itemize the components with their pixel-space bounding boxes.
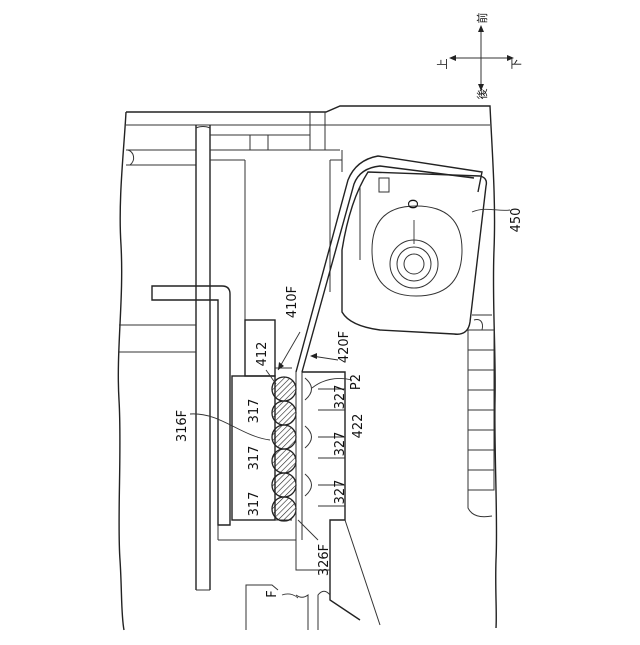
right-block-4 xyxy=(468,390,494,410)
guide-plates xyxy=(296,156,482,540)
wall-cap xyxy=(196,127,210,129)
right-block-8 xyxy=(468,470,494,490)
label-317-c: 317 xyxy=(247,492,262,517)
label-317-b: 317 xyxy=(247,446,262,471)
right-block-7 xyxy=(468,450,494,470)
label-316f: 316F xyxy=(175,410,190,442)
roller-4 xyxy=(272,449,296,473)
right-blocks xyxy=(468,315,494,517)
leader-450 xyxy=(472,209,510,212)
counter-arc-2 xyxy=(305,426,312,448)
direction-up-label: 上 xyxy=(436,59,449,70)
left-bracket xyxy=(119,286,296,540)
counter-arc-3 xyxy=(305,474,312,496)
label-412: 412 xyxy=(255,342,270,367)
unit-450 xyxy=(342,172,486,334)
roller-6 xyxy=(272,497,296,521)
motor-hub xyxy=(397,247,431,281)
arrow-head-front xyxy=(478,25,484,32)
roller-2 xyxy=(272,401,296,425)
direction-front-label: 前 xyxy=(475,13,489,24)
direction-indicator: 前 後 上 下 xyxy=(436,13,523,100)
roller-3 xyxy=(272,425,296,449)
label-410f: 410F xyxy=(285,286,300,318)
counter-arc-1 xyxy=(305,378,312,400)
right-block-3 xyxy=(468,370,494,390)
unit-450-tab xyxy=(379,178,389,192)
unit-450-housing xyxy=(342,172,486,334)
right-block-6 xyxy=(468,430,494,450)
bottom-channel-2 xyxy=(318,591,330,630)
right-block-1 xyxy=(468,330,494,350)
label-450: 450 xyxy=(509,208,524,233)
motor-shaft xyxy=(404,254,424,274)
arrow-head-up xyxy=(449,55,456,61)
right-notch xyxy=(474,319,483,330)
label-p2: P2 xyxy=(349,374,364,390)
bottom-channel xyxy=(296,595,308,630)
leader-326f xyxy=(298,520,318,540)
guide-410f-inner xyxy=(302,166,474,372)
label-o: O xyxy=(407,199,422,209)
lower-diagonal xyxy=(345,520,380,625)
right-block-2 xyxy=(468,350,494,370)
leader-f xyxy=(282,594,298,598)
label-420f: 420F xyxy=(337,331,352,363)
roller-5 xyxy=(272,473,296,497)
right-block-foot xyxy=(468,490,492,517)
label-327-c: 327 xyxy=(333,480,348,505)
frame xyxy=(118,106,496,630)
housing-outline xyxy=(302,372,360,620)
bottom-structure xyxy=(196,540,330,630)
label-422: 422 xyxy=(351,414,366,439)
reference-labels: 450 O 410F 420F 412 P2 316F 317 317 317 … xyxy=(175,199,524,598)
right-block-5 xyxy=(468,410,494,430)
arrow-410f xyxy=(278,362,284,370)
label-326f: 326F xyxy=(317,544,332,576)
bracket-body xyxy=(152,286,230,525)
label-f: F xyxy=(265,590,280,597)
arrow-420f xyxy=(310,353,317,359)
frame-corner-notch xyxy=(128,150,134,165)
roller-1 xyxy=(272,377,296,401)
label-327-b: 327 xyxy=(333,432,348,457)
motor-outer xyxy=(372,206,462,296)
label-327-a: 327 xyxy=(333,385,348,410)
direction-down-label: 下 xyxy=(510,59,523,70)
frame-top-right-edge xyxy=(126,106,497,628)
frame-left-edge xyxy=(118,112,126,630)
label-317-a: 317 xyxy=(247,399,262,424)
direction-back-label: 後 xyxy=(475,89,489,100)
